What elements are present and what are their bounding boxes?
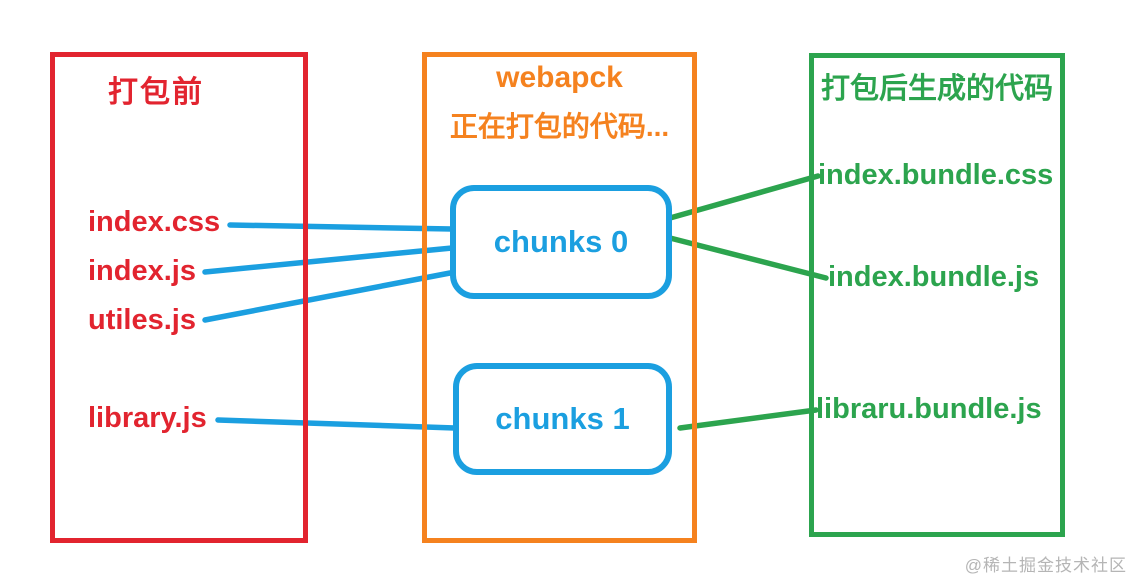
chunk-1-node: chunks 1 xyxy=(453,363,672,475)
connector-chunks 1-to-libraru.bundle.js xyxy=(677,407,819,431)
source-file-library-js: library.js xyxy=(88,402,207,434)
chunk-0-label: chunks 0 xyxy=(493,224,629,259)
chunk-1-label: chunks 1 xyxy=(495,401,630,436)
after-bundling-title: 打包后生成的代码 xyxy=(820,73,1053,105)
webpack-title: webapck xyxy=(496,61,623,94)
source-file-utiles-js: utiles.js xyxy=(88,304,196,336)
output-file-libraru-bundle-js: libraru.bundle.js xyxy=(816,393,1042,425)
webpack-box xyxy=(422,52,697,543)
output-file-index-bundle-css: index.bundle.css xyxy=(818,159,1054,191)
source-file-index-js: index.js xyxy=(88,255,196,287)
chunk-0-node: chunks 0 xyxy=(450,185,672,299)
before-bundling-box xyxy=(50,52,308,543)
output-file-index-bundle-js: index.bundle.js xyxy=(828,261,1040,293)
after-bundling-box xyxy=(809,53,1065,537)
before-bundling-title: 打包前 xyxy=(108,76,204,109)
watermark: @稀土掘金技术社区 xyxy=(964,556,1127,575)
source-file-index-css: index.css xyxy=(88,206,221,238)
webpack-subtitle: 正在打包的代码... xyxy=(449,111,670,142)
